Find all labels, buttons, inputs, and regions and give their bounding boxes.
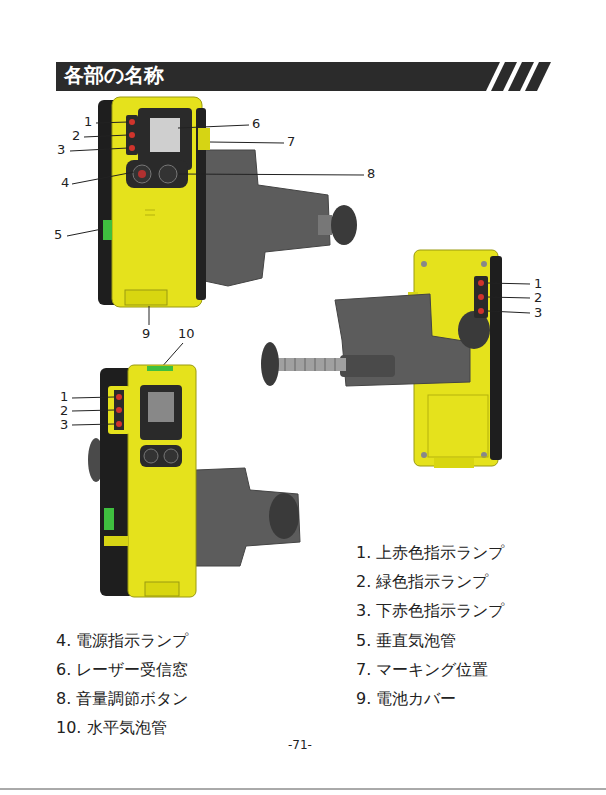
callout-number: 3 [57, 142, 65, 158]
leader-lines [67, 122, 364, 369]
title-banner [56, 62, 500, 91]
page-title: 各部の名称 [64, 63, 164, 87]
callout-number: 5 [54, 227, 62, 243]
callout-number: 8 [367, 166, 375, 182]
callout-number: 3 [534, 305, 542, 321]
part-name: 1. 上赤色指示ランプ [356, 543, 504, 562]
callout-number: 2 [534, 290, 542, 306]
part-name: 3. 下赤色指示ランプ [356, 601, 504, 620]
callout-number: 4 [61, 175, 69, 191]
callout-number: 2 [72, 128, 80, 144]
receiver-back-view [261, 250, 502, 468]
leader-lines [72, 397, 114, 425]
callout-number: 9 [142, 326, 150, 342]
part-name: 6. レーザー受信窓 [56, 660, 188, 679]
callout-number: 1 [60, 389, 68, 405]
callout-number: 3 [60, 417, 68, 433]
receiver-front-view [98, 97, 357, 307]
part-name: 4. 電源指示ランプ [56, 631, 188, 650]
callout-number: 6 [252, 116, 260, 132]
receiver-side-view [88, 365, 300, 597]
callout-number: 2 [60, 403, 68, 419]
page-number: -71- [288, 738, 312, 752]
part-name: 7. マーキング位置 [356, 660, 488, 679]
part-name: 2. 緑色指示ランプ [356, 572, 488, 591]
part-name: 9. 電池カバー [356, 689, 456, 708]
part-name: 10. 水平気泡管 [56, 718, 167, 737]
callout-number: 1 [534, 276, 542, 292]
banner-slash [525, 62, 551, 91]
callout-number: 7 [287, 134, 295, 150]
leader-lines [488, 283, 530, 313]
part-name: 8. 音量調節ボタン [56, 689, 188, 708]
callout-number: 1 [84, 114, 92, 130]
callout-number: 10 [178, 326, 195, 342]
page-rule [0, 789, 606, 790]
part-name: 5. 垂直気泡管 [356, 631, 456, 650]
